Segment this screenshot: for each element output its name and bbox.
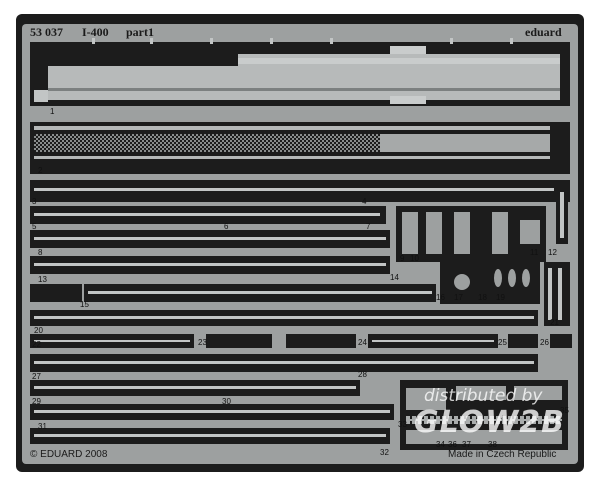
part-22-28-row bbox=[30, 334, 572, 348]
part-number: 23 bbox=[198, 338, 207, 347]
part-number: 34 bbox=[436, 440, 445, 449]
part-number: 33 bbox=[398, 420, 407, 429]
part-number: 8 bbox=[38, 248, 43, 257]
part-number: 2 bbox=[38, 166, 43, 175]
part-13-19-row bbox=[30, 262, 570, 326]
part-number: 3 bbox=[32, 197, 37, 206]
part-number: 14 bbox=[390, 273, 399, 282]
part-number: 35 bbox=[560, 406, 569, 415]
part-number: 17 bbox=[454, 293, 463, 302]
watermark-logo: GLOW2B bbox=[414, 405, 566, 440]
part-number: 28 bbox=[358, 370, 367, 379]
part-33-38-block bbox=[400, 380, 568, 450]
part-number: 15 bbox=[80, 300, 89, 309]
part-3-rails bbox=[30, 180, 570, 274]
part-number: 4 bbox=[362, 197, 367, 206]
part-number: 11 bbox=[530, 248, 539, 257]
part-1-deck bbox=[30, 42, 570, 106]
part-number: 36 bbox=[448, 440, 457, 449]
part-number: 29 bbox=[32, 397, 41, 406]
part-27-strip bbox=[30, 354, 538, 372]
part-number: 20 bbox=[34, 326, 43, 335]
made-in-text: Made in Czech Republic bbox=[448, 449, 557, 460]
brand-name: eduard bbox=[525, 25, 562, 39]
part-2-strip bbox=[30, 122, 570, 174]
part-number: 18 bbox=[478, 293, 487, 302]
part-number: 1 bbox=[50, 107, 55, 116]
model-name: I-400 bbox=[82, 25, 109, 39]
part-number: 7 bbox=[366, 222, 371, 231]
sheet-code: 53 037 bbox=[30, 25, 63, 39]
sprue-ticks bbox=[92, 38, 513, 44]
part-number: 13 bbox=[38, 275, 47, 284]
part-number: 5 bbox=[32, 222, 37, 231]
part-number: 31 bbox=[38, 422, 47, 431]
part-number: 10 bbox=[410, 254, 419, 263]
part-number: 6 bbox=[224, 222, 229, 231]
part-number: 38 bbox=[488, 440, 497, 449]
part-label: part1 bbox=[126, 25, 154, 39]
part-number: 24 bbox=[358, 338, 367, 347]
copyright-text: © EDUARD 2008 bbox=[30, 449, 108, 460]
part-20-strip bbox=[30, 310, 538, 326]
part-number: 30 bbox=[222, 397, 231, 406]
part-9-11-block bbox=[396, 186, 568, 262]
part-number: 22 bbox=[32, 340, 41, 349]
part-number: 32 bbox=[380, 448, 389, 457]
part-number: 19 bbox=[496, 293, 505, 302]
part-number: 27 bbox=[32, 372, 41, 381]
part-number: 37 bbox=[462, 440, 471, 449]
part-number: 21 bbox=[550, 318, 559, 327]
watermark-distributed: distributed by bbox=[424, 386, 543, 406]
part-29-30-strip bbox=[30, 380, 394, 444]
part-number: 12 bbox=[548, 248, 557, 257]
part-number: 9 bbox=[400, 254, 405, 263]
part-number: 25 bbox=[498, 338, 507, 347]
part-number: 16 bbox=[436, 293, 445, 302]
part-number: 26 bbox=[540, 338, 549, 347]
